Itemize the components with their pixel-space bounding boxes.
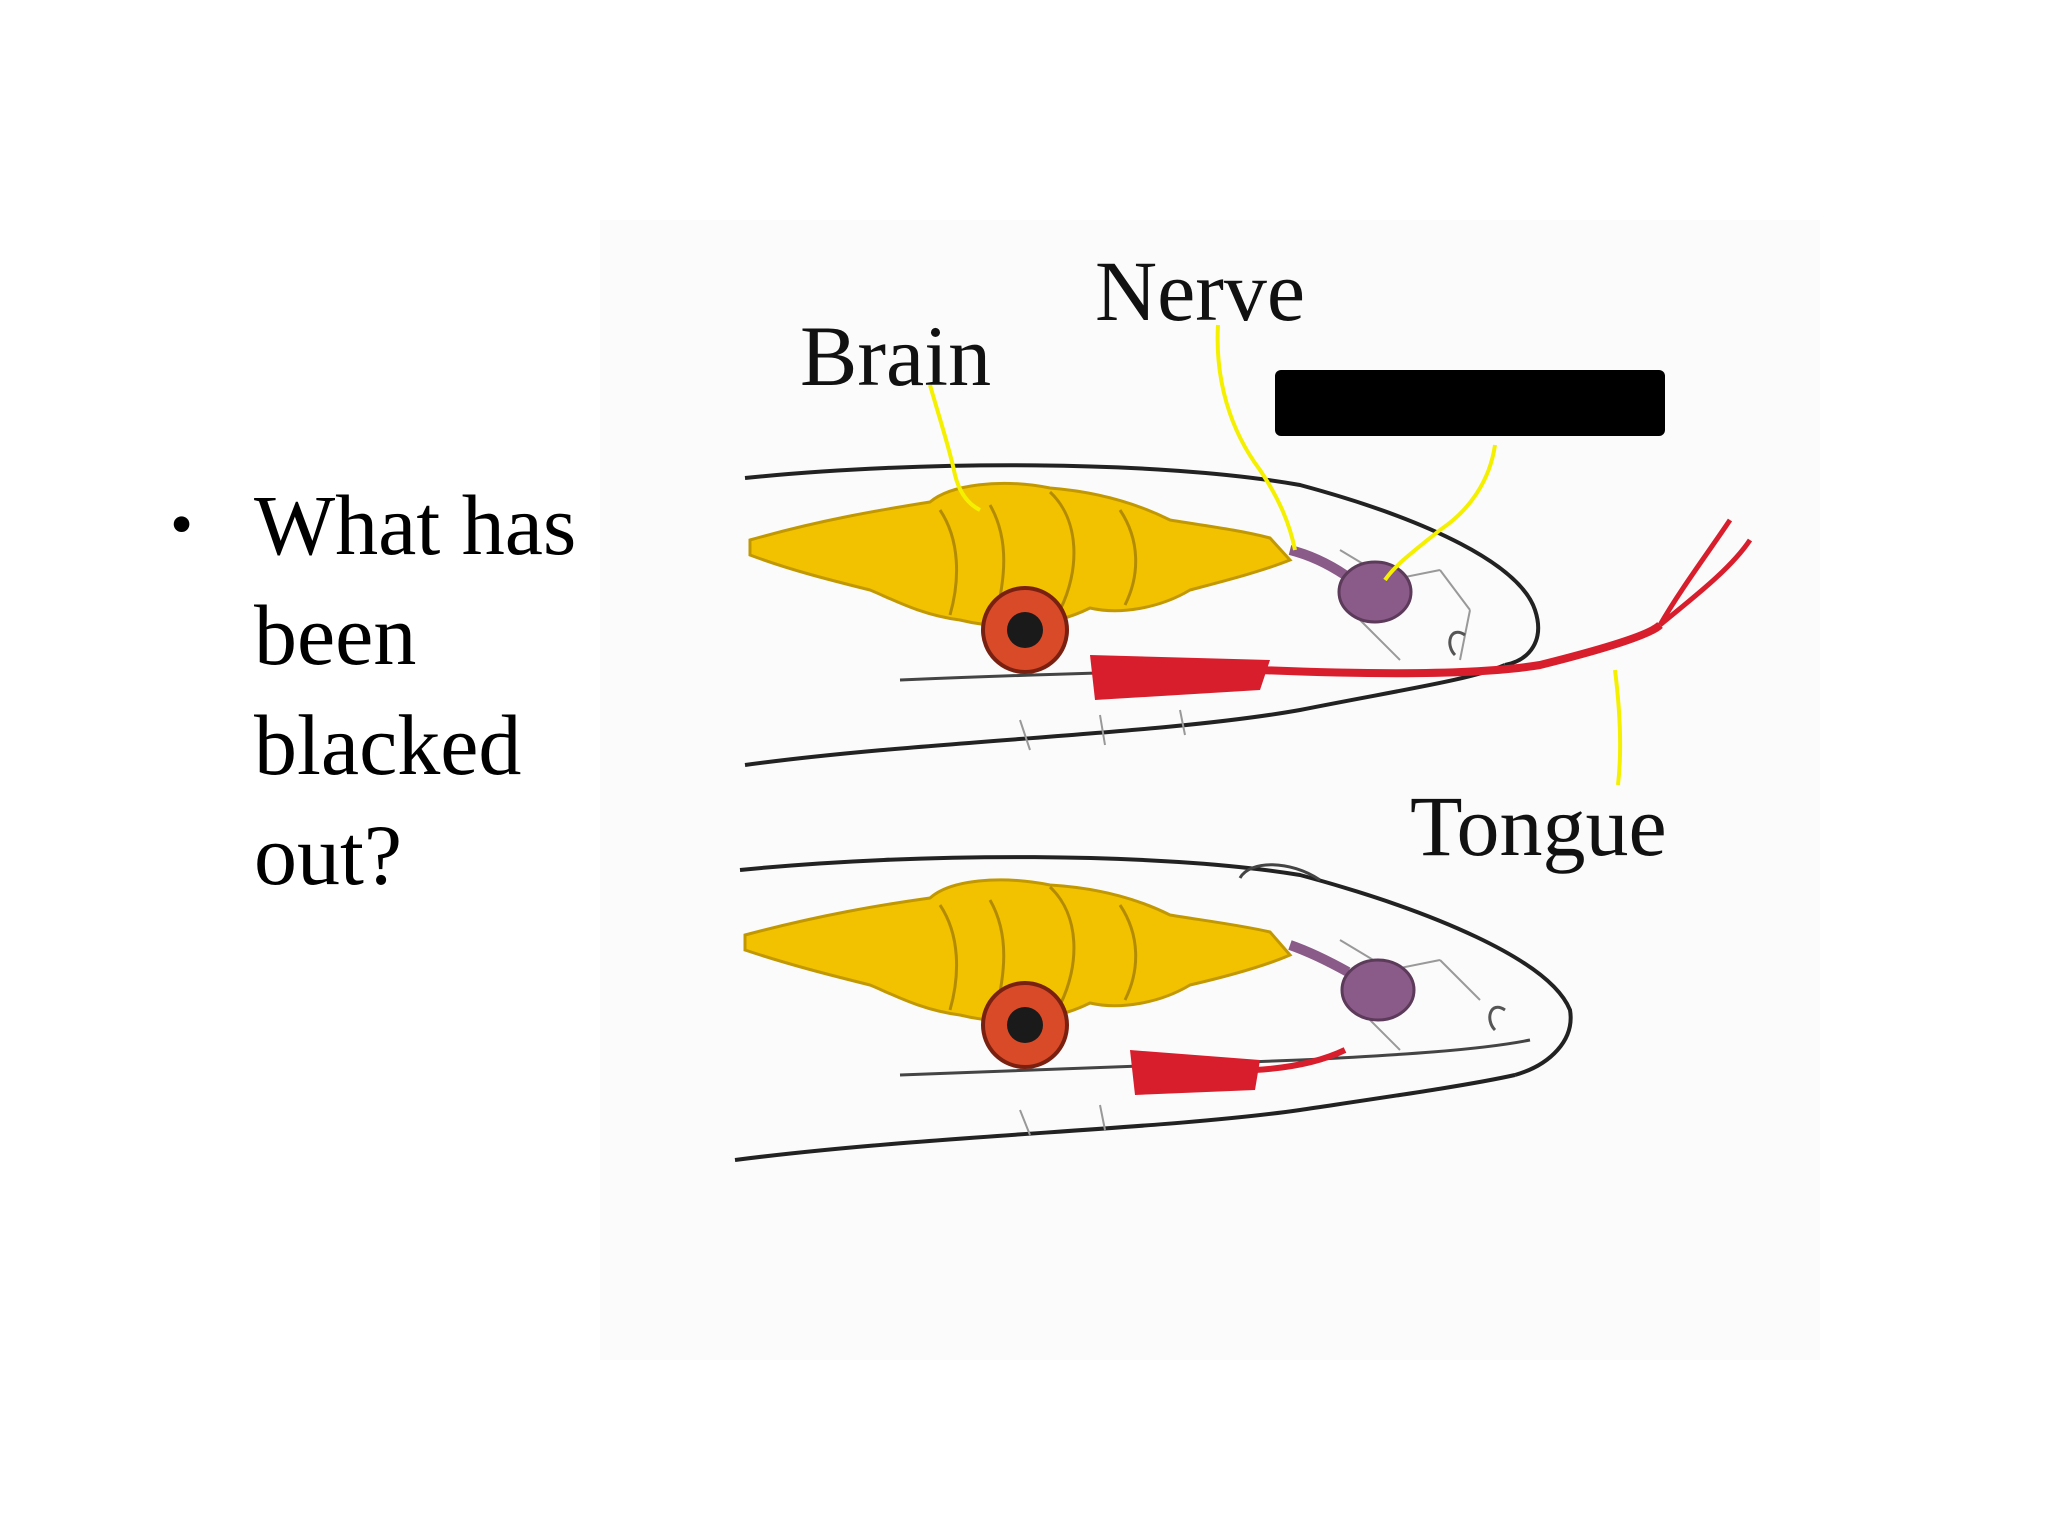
bottom-jacobson-organ	[1340, 958, 1416, 1022]
bottom-head-crest	[1238, 863, 1321, 882]
bottom-jaw-outline	[734, 1073, 1516, 1162]
redaction-box	[1275, 370, 1665, 436]
question-line-1: What has	[254, 477, 577, 573]
bottom-tongue-muscle	[1130, 1050, 1260, 1095]
top-brain-folds	[938, 490, 1138, 621]
top-nerve	[1288, 545, 1348, 580]
redacted-leader-line	[1383, 444, 1497, 582]
top-jaw-outline	[744, 663, 1506, 767]
brain-leader-line	[928, 384, 981, 512]
bottom-nostril	[1488, 1006, 1506, 1032]
bottom-mouth-line	[899, 1038, 1531, 1077]
top-snake-head	[744, 324, 1753, 786]
label-brain: Brain	[800, 308, 991, 404]
bullet-dot: •	[170, 488, 194, 561]
tongue-leader-line	[1613, 669, 1623, 786]
snake-head-diagram: Brain Nerve Tongue	[600, 220, 1820, 1360]
bottom-head-outline	[739, 855, 1573, 1077]
question-line-3: blacked	[254, 697, 522, 793]
question-line-4: out?	[254, 807, 403, 903]
label-nerve: Nerve	[1095, 243, 1305, 339]
diagram-svg: Brain Nerve Tongue	[600, 220, 1820, 1360]
question-text: What has been blacked out?	[254, 470, 614, 910]
bottom-brain	[743, 878, 1293, 1023]
nerve-leader-line	[1215, 324, 1297, 551]
question-line-2: been	[254, 587, 417, 683]
top-tongue-muscle	[1090, 655, 1270, 700]
top-nostril	[1448, 631, 1466, 657]
top-eye-pupil	[1007, 612, 1043, 648]
top-brain	[748, 481, 1293, 628]
top-head-outline	[744, 463, 1541, 667]
bottom-tongue-tip	[1254, 1047, 1347, 1073]
bottom-snake-head	[734, 855, 1573, 1162]
label-tongue: Tongue	[1410, 778, 1667, 874]
bottom-brain-folds	[938, 885, 1138, 1016]
top-tongue	[1259, 621, 1663, 678]
top-jacobson-organ	[1337, 560, 1413, 624]
top-tongue-fork	[1657, 518, 1753, 627]
bottom-nerve	[1288, 940, 1351, 977]
bottom-eye-pupil	[1007, 1007, 1043, 1043]
